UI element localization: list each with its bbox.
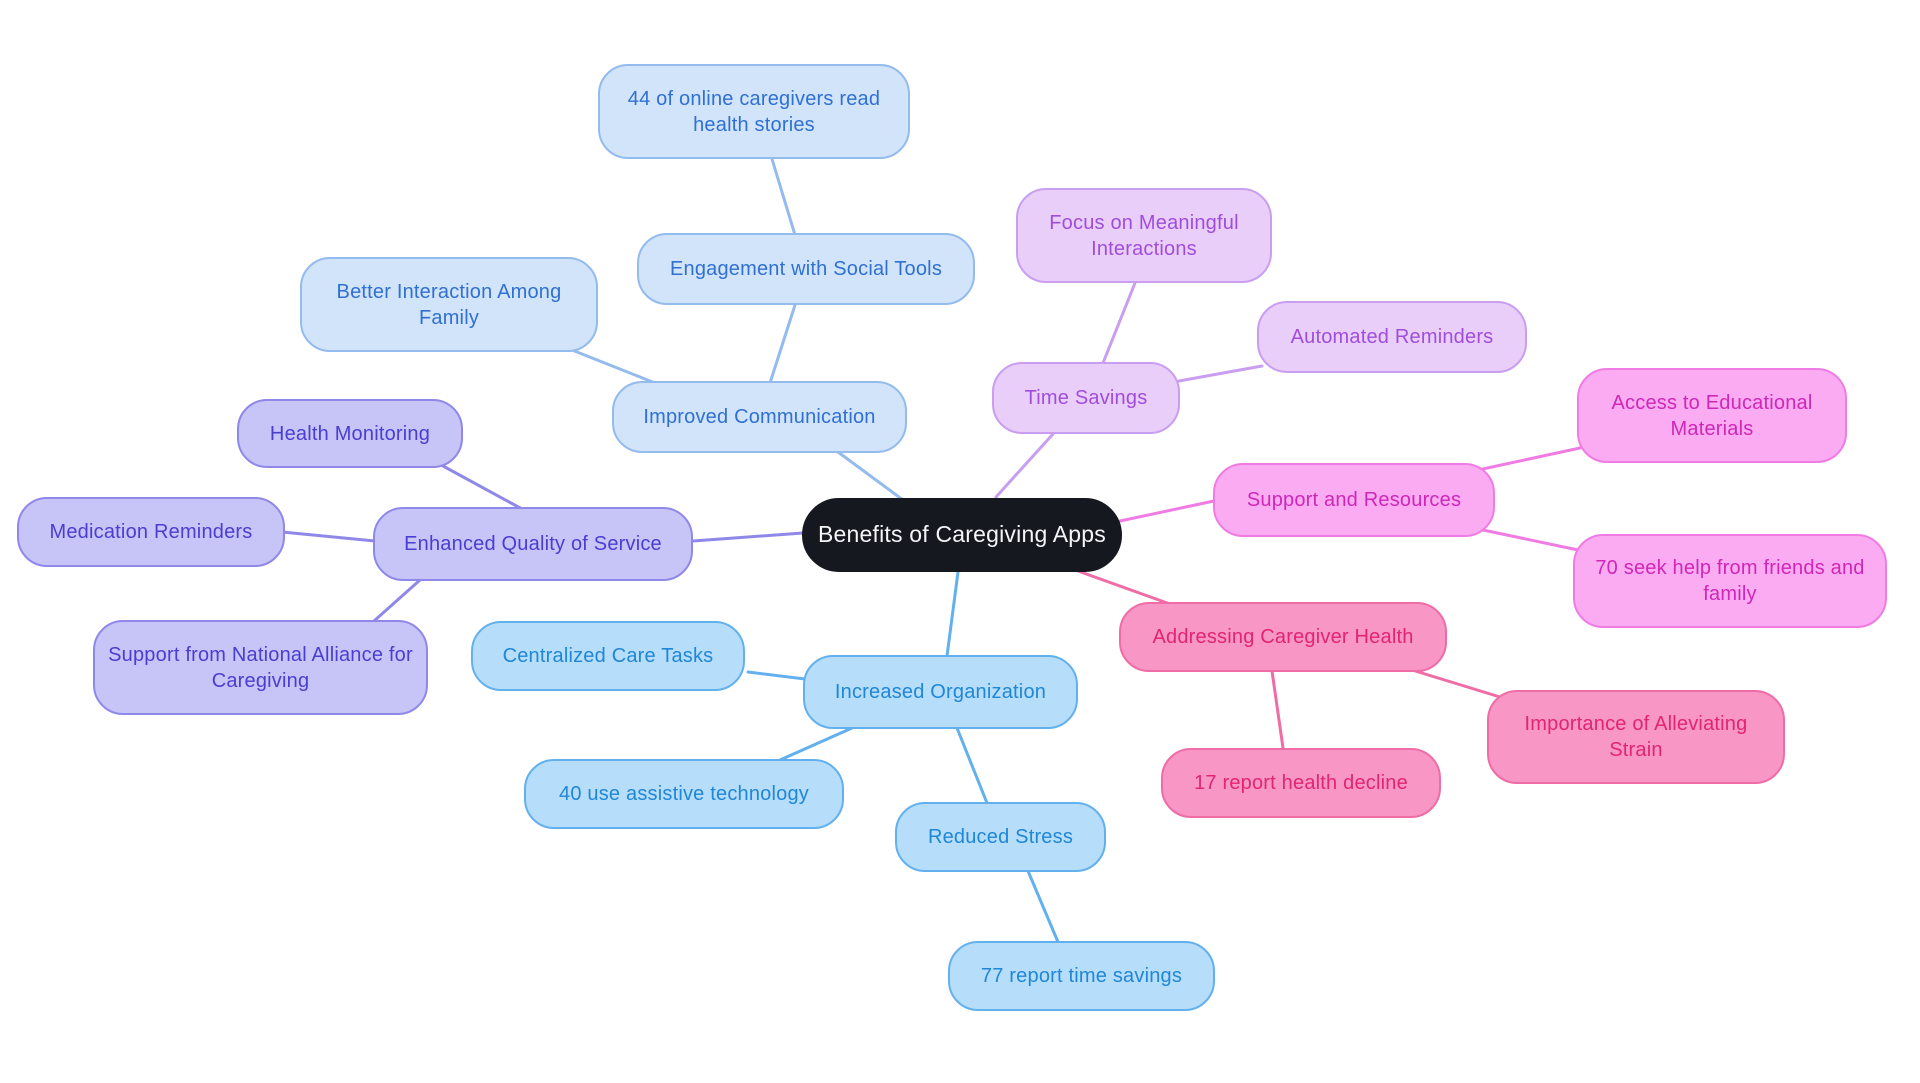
mindmap-node-centralized-care-tasks[interactable]: Centralized Care Tasks	[471, 621, 745, 691]
edge-support-and-resources--root	[1118, 499, 1216, 523]
edge-access-educational-materials--support-and-resources	[1476, 446, 1582, 472]
mindmap-node-label: Importance of Alleviating Strain	[1524, 713, 1748, 761]
mindmap-node-report-time-savings[interactable]: 77 report time savings	[948, 941, 1215, 1011]
mindmap-node-label: Support and Resources	[1246, 489, 1462, 511]
edge-focus-meaningful-interactions--time-savings	[1101, 281, 1137, 365]
edge-time-savings--root	[994, 432, 1055, 499]
edge-support-national-alliance--enhanced-quality-service	[372, 578, 422, 623]
mindmap-node-label: Time Savings	[1024, 387, 1148, 409]
mindmap-node-enhanced-quality-service[interactable]: Enhanced Quality of Service	[373, 507, 693, 581]
mindmap-node-root[interactable]: Benefits of Caregiving Apps	[802, 498, 1122, 572]
mindmap-node-improved-communication[interactable]: Improved Communication	[612, 381, 907, 453]
mindmap-node-report-health-decline[interactable]: 17 report health decline	[1161, 748, 1441, 818]
mindmap-node-label: Health Monitoring	[269, 422, 431, 445]
edge-addressing-caregiver-health--root	[1076, 569, 1172, 606]
mindmap-node-label: 70 seek help from friends and family	[1595, 557, 1865, 605]
mindmap-node-better-interaction-family[interactable]: Better Interaction Among Family	[300, 257, 598, 352]
edge-reduced-stress--report-time-savings	[1026, 869, 1060, 944]
mindmap-node-label: Support from National Alliance for Careg…	[108, 643, 413, 692]
mindmap-node-increased-organization[interactable]: Increased Organization	[803, 655, 1078, 729]
edge-health-monitoring--enhanced-quality-service	[441, 464, 524, 511]
edge-centralized-care-tasks--increased-organization	[746, 670, 807, 681]
mindmap-node-label: Reduced Stress	[927, 826, 1074, 848]
mindmap-node-engagement-social-tools[interactable]: Engagement with Social Tools	[637, 233, 975, 305]
mindmap-node-focus-meaningful-interactions[interactable]: Focus on Meaningful Interactions	[1016, 188, 1272, 283]
edge-caregivers-read-health-stories--engagement-social-tools	[770, 157, 797, 237]
mindmap-node-label: Increased Organization	[834, 681, 1047, 703]
mindmap-node-label: Focus on Meaningful Interactions	[1049, 211, 1239, 260]
mindmap-node-label: Improved Communication	[643, 406, 876, 428]
edge-report-health-decline--addressing-caregiver-health	[1270, 669, 1285, 750]
mindmap-node-support-national-alliance[interactable]: Support from National Alliance for Careg…	[93, 620, 428, 715]
mindmap-node-label: 77 report time savings	[980, 965, 1183, 987]
mindmap-node-caregivers-read-health-stories[interactable]: 44 of online caregivers read health stor…	[598, 64, 910, 159]
mindmap-node-time-savings[interactable]: Time Savings	[992, 362, 1180, 434]
edge-importance-alleviating-strain--addressing-caregiver-health	[1410, 668, 1502, 699]
mindmap-node-support-and-resources[interactable]: Support and Resources	[1213, 463, 1495, 537]
mindmap-node-importance-alleviating-strain[interactable]: Importance of Alleviating Strain	[1487, 690, 1785, 784]
edge-root--increased-organization	[945, 570, 960, 658]
edge-use-assistive-technology--increased-organization	[778, 726, 854, 762]
mindmap-node-label: Addressing Caregiver Health	[1152, 626, 1414, 648]
mindmap-node-label: Enhanced Quality of Service	[404, 533, 662, 555]
mindmap-node-label: 17 report health decline	[1194, 772, 1408, 794]
edge-automated-reminders--time-savings	[1177, 364, 1264, 383]
mindmap-node-reduced-stress[interactable]: Reduced Stress	[895, 802, 1106, 872]
mindmap-node-health-monitoring[interactable]: Health Monitoring	[237, 399, 463, 468]
edge-enhanced-quality-service--root	[691, 531, 805, 543]
edge-engagement-social-tools--improved-communication	[768, 303, 797, 385]
mindmap-node-label: Medication Reminders	[49, 521, 253, 543]
mindmap-node-label: 40 use assistive technology	[559, 783, 809, 805]
mindmap-node-label: Automated Reminders	[1290, 326, 1494, 348]
mindmap-node-label: 44 of online caregivers read health stor…	[627, 87, 881, 136]
mindmap-node-label: Benefits of Caregiving Apps	[818, 521, 1106, 548]
edge-increased-organization--reduced-stress	[955, 726, 989, 805]
edge-better-interaction-family--improved-communication	[570, 348, 657, 385]
edge-improved-communication--root	[836, 450, 905, 502]
mindmap-node-seek-help-friends-family[interactable]: 70 seek help from friends and family	[1573, 534, 1887, 628]
mindmap-node-use-assistive-technology[interactable]: 40 use assistive technology	[524, 759, 844, 829]
mindmap-node-label: Engagement with Social Tools	[669, 258, 943, 280]
mindmap-node-label: Better Interaction Among Family	[336, 280, 562, 329]
mindmap-node-access-educational-materials[interactable]: Access to Educational Materials	[1577, 368, 1847, 463]
mindmap-node-label: Centralized Care Tasks	[502, 645, 714, 667]
mindmap-node-label: Access to Educational Materials	[1611, 391, 1813, 440]
edge-seek-help-friends-family--support-and-resources	[1481, 528, 1580, 552]
mindmap-node-automated-reminders[interactable]: Automated Reminders	[1257, 301, 1527, 373]
edge-medication-reminders--enhanced-quality-service	[280, 530, 377, 543]
mindmap-node-medication-reminders[interactable]: Medication Reminders	[17, 497, 285, 567]
mindmap-node-addressing-caregiver-health[interactable]: Addressing Caregiver Health	[1119, 602, 1447, 672]
